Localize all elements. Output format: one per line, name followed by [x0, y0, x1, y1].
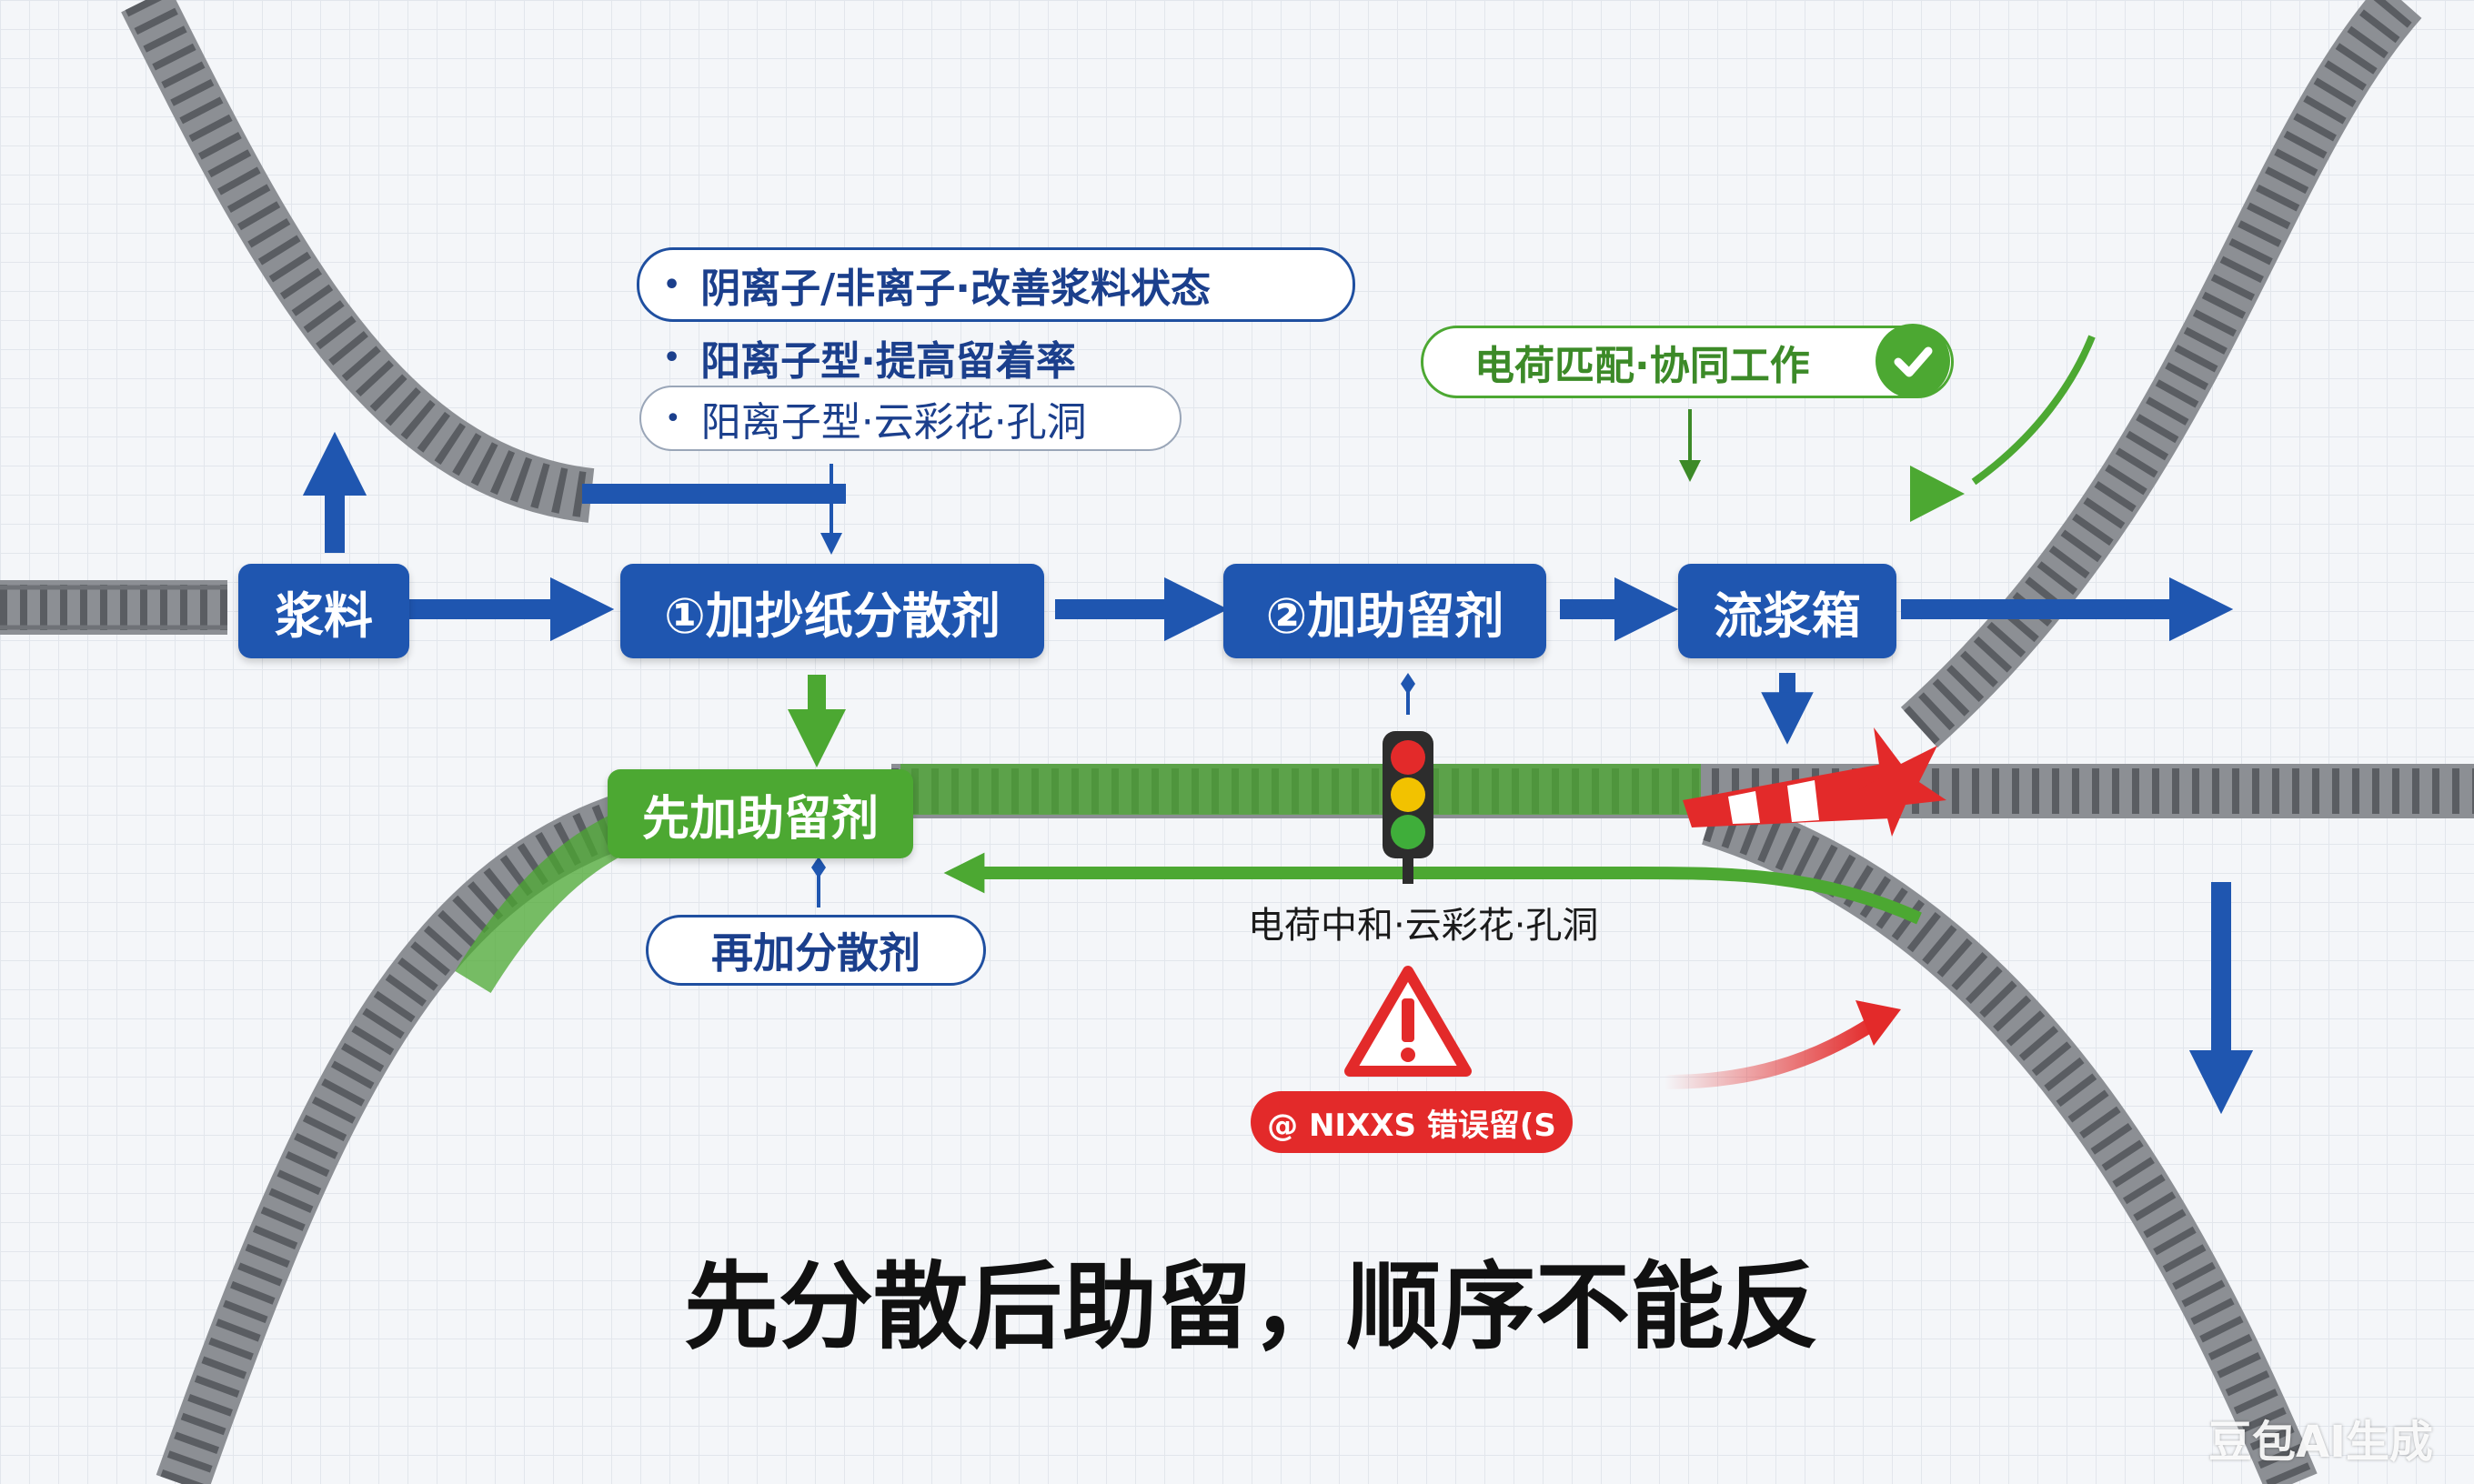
rail-track-upper-left-curve: [121, 0, 595, 523]
arrow-red-error: [1664, 1017, 1878, 1089]
diamond-marker: [1401, 673, 1415, 695]
bullet-dot: •: [663, 268, 681, 301]
caption-charge-neutralization: 电荷中和·云彩花·孔洞: [1248, 905, 1599, 947]
headline: 先分散后助留，顺序不能反: [684, 1251, 1820, 1362]
note-cationic-retention: • 阳离子型·提高留着率: [639, 324, 1185, 391]
traffic-lamp-yellow: [1391, 777, 1425, 812]
error-badge: @ NIXXS 错误留(S: [1251, 1091, 1573, 1153]
traffic-lamp-green: [1391, 815, 1425, 850]
bullet-dot: •: [663, 341, 681, 374]
bullet-dot: •: [665, 402, 681, 435]
warning-triangle-icon: [1344, 966, 1472, 1077]
traffic-light-icon: [1383, 731, 1433, 858]
node-retention-first-wrong: 先加助留剂: [608, 769, 913, 858]
rail-track-lower-right-curve: [1702, 792, 2318, 1484]
note-text-2: 阳离子型·提高留着率: [700, 338, 1076, 385]
check-mark: [1894, 346, 1933, 377]
rail-track-main-left: [0, 580, 227, 635]
note-charge-match-text: 电荷匹配·协同工作: [1474, 343, 1810, 389]
wrong-path-green-track: [900, 764, 1701, 815]
note-text-1: 阴离子/非离子·改善浆料状态: [700, 266, 1211, 312]
green-curve-accent: [1971, 335, 2096, 486]
note-text-3: 阳离子型·云彩花·孔洞: [700, 399, 1087, 446]
derailed-train-icon: [1683, 727, 1946, 837]
arrow-red-error-head: [1856, 1000, 1901, 1046]
arrow-top-long-head: [1910, 466, 1965, 522]
note-anionic-nonionic: • 阴离子/非离子·改善浆料状态: [637, 247, 1355, 322]
note-charge-match: 电荷匹配·协同工作: [1421, 326, 1954, 398]
arrow-return-green: [943, 852, 1922, 925]
note-then-dispersant: 再加分散剂: [646, 915, 986, 986]
diamond-marker-2: [811, 857, 826, 878]
node-slurry: 浆料: [238, 564, 409, 658]
node-add-dispersant: ①加抄纸分散剂: [620, 564, 1044, 658]
node-add-retention-aid: ②加助留剂: [1223, 564, 1546, 658]
traffic-lamp-red: [1391, 739, 1425, 775]
note-then-dispersant-text: 再加分散剂: [711, 928, 920, 978]
node-headbox: 流浆箱: [1678, 564, 1896, 658]
rail-track-lower-left-curve: [156, 773, 713, 1484]
note-cationic-defects: • 阳离子型·云彩花·孔洞: [639, 386, 1182, 451]
traffic-light-pole: [1403, 855, 1413, 884]
watermark: 豆包AI生成: [2208, 1417, 2434, 1468]
check-circle-icon: [1876, 324, 1950, 398]
